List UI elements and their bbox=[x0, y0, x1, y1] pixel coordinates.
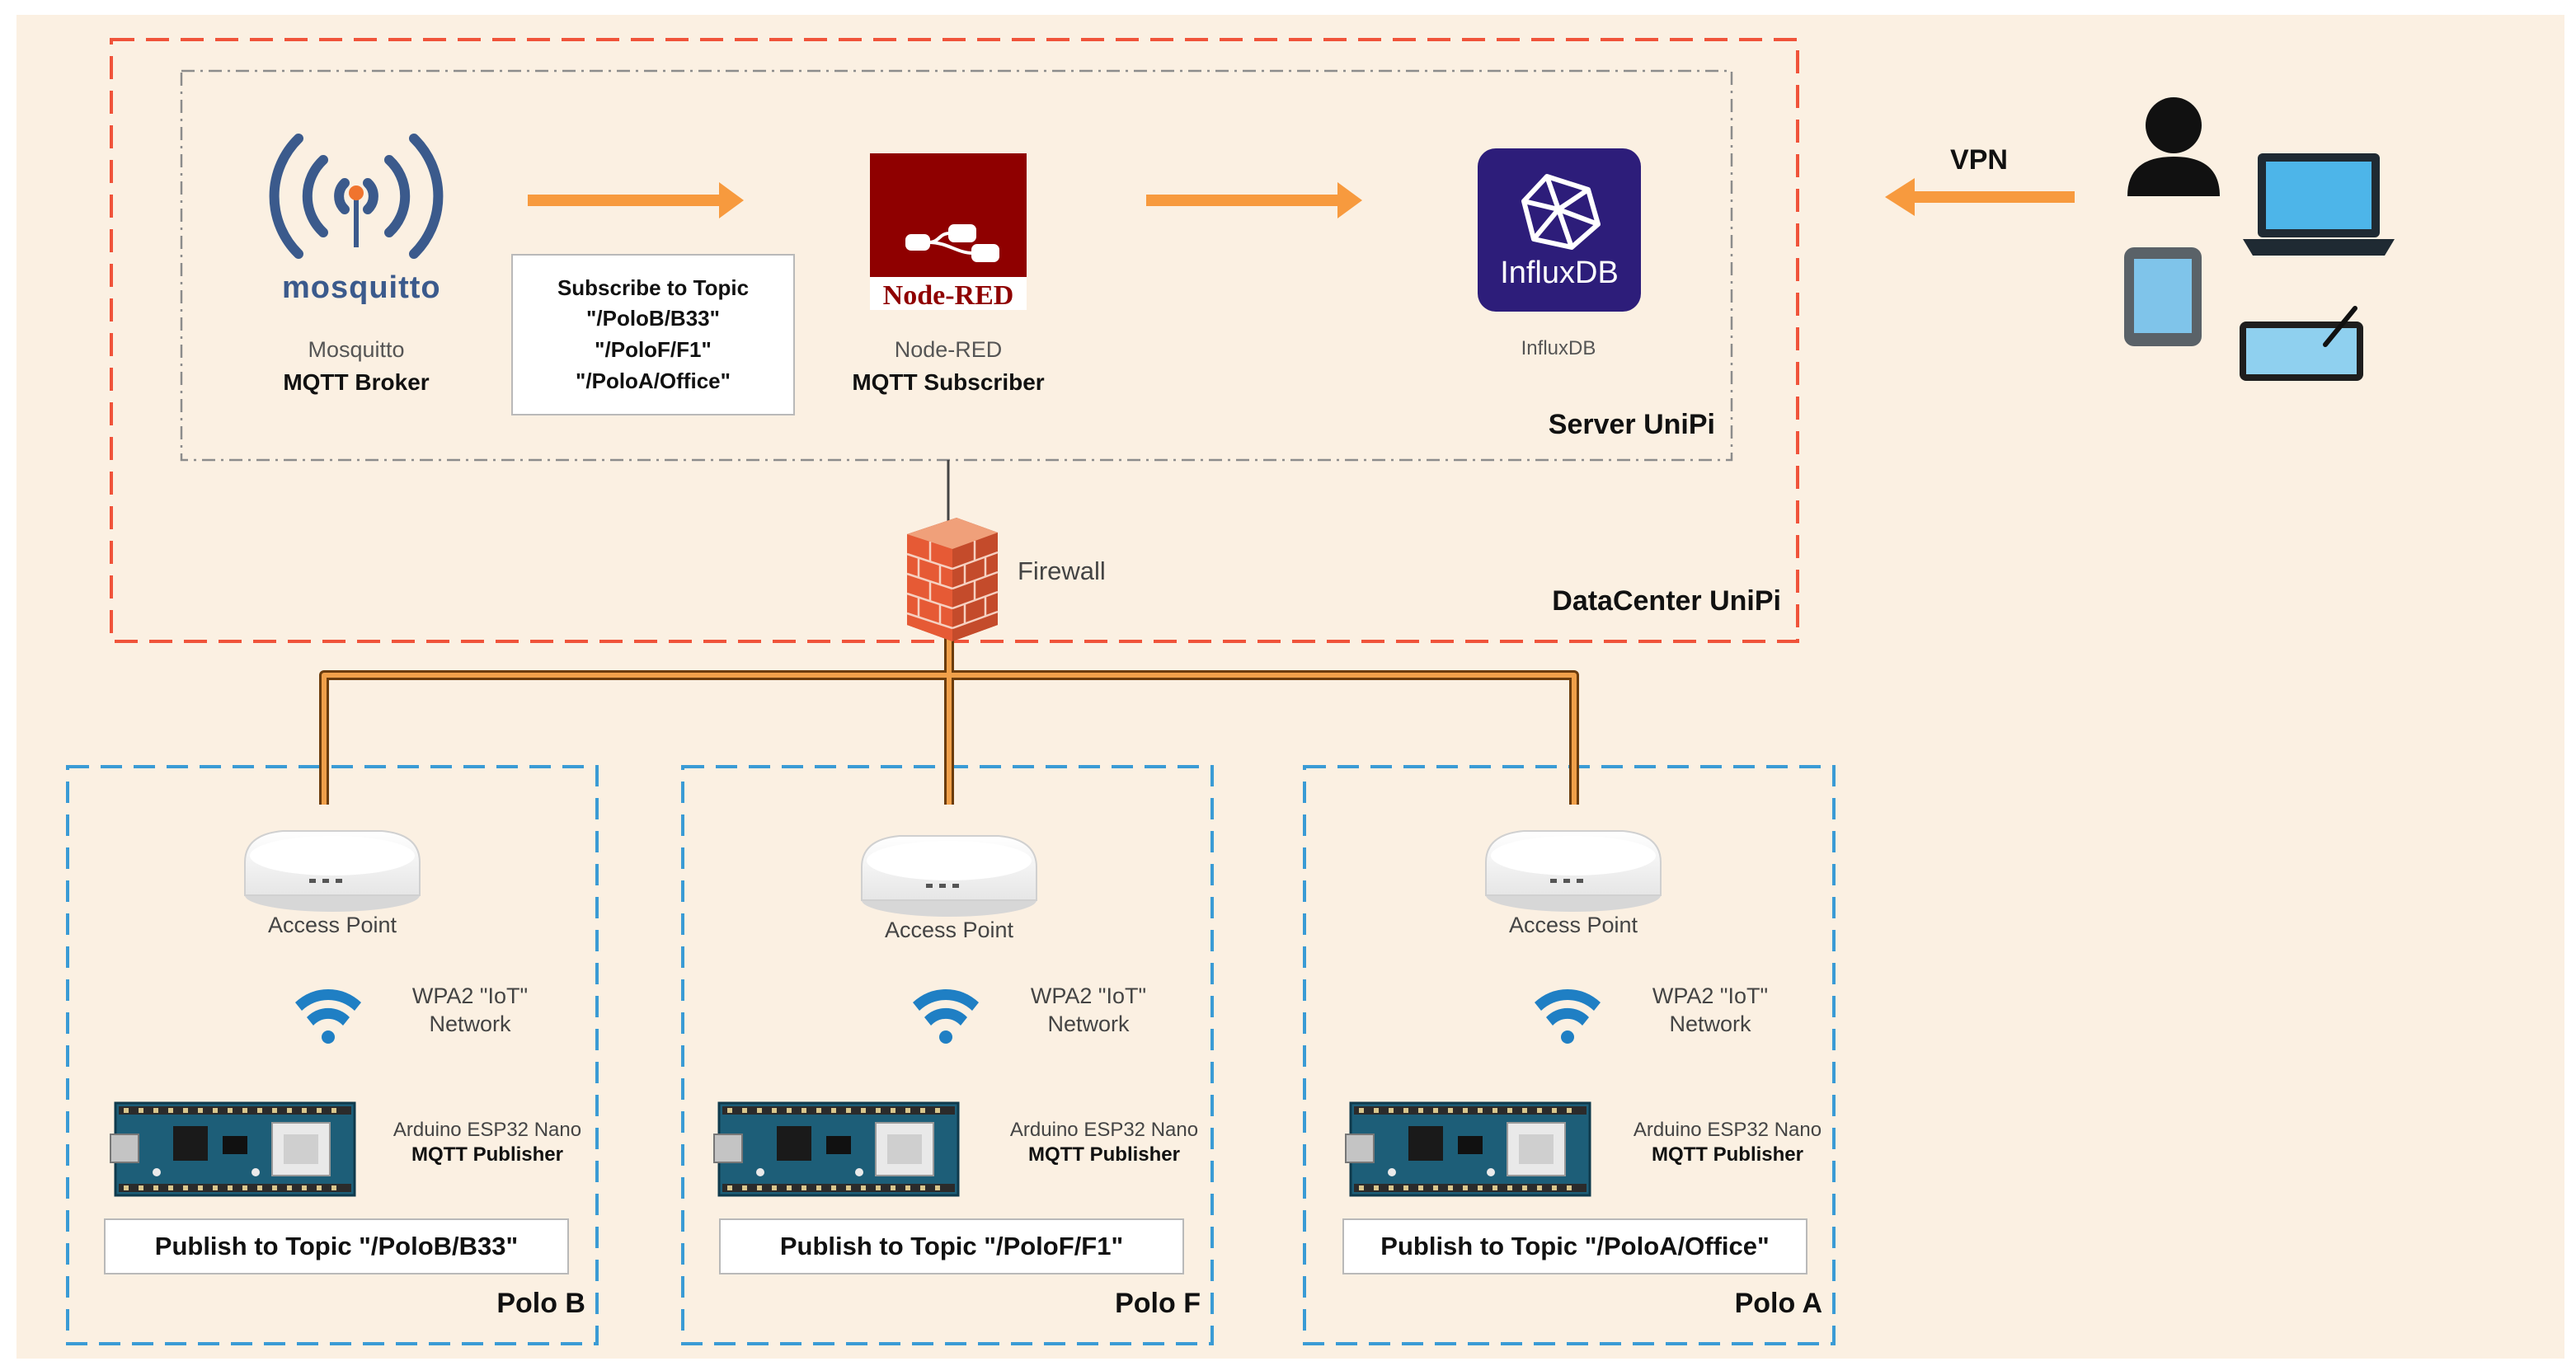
arduino-board-icon-polo-a bbox=[1344, 1101, 1591, 1197]
device-role-polo-b: MQTT Publisher bbox=[411, 1143, 563, 1166]
subscribe-title: Subscribe to Topic bbox=[557, 275, 750, 300]
device-label-polo-a: Arduino ESP32 Nano MQTT Publisher bbox=[1616, 1118, 1839, 1167]
server-boundary bbox=[180, 69, 1733, 462]
datacenter-label: DataCenter UniPi bbox=[1552, 585, 1781, 617]
firewall-label: Firewall bbox=[1018, 556, 1106, 585]
wifi-ssid-polo-a: WPA2 "IoT" bbox=[1652, 983, 1769, 1008]
access-point-icon-polo-f bbox=[861, 835, 1037, 918]
wifi-network-label-polo-a: WPA2 "IoT" Network bbox=[1628, 983, 1793, 1039]
server-label: Server UniPi bbox=[1548, 409, 1715, 440]
datacenter-boundary bbox=[110, 38, 1799, 643]
subscribe-topic-2: "/PoloF/F1" bbox=[595, 337, 712, 362]
wifi-ssid-polo-f: WPA2 "IoT" bbox=[1030, 983, 1147, 1008]
wifi-network-label-polo-b: WPA2 "IoT" Network bbox=[388, 983, 552, 1039]
access-point-label-polo-b: Access Point bbox=[267, 913, 397, 937]
wifi-network-word-polo-f: Network bbox=[1047, 1011, 1130, 1036]
polo-a-label: Polo A bbox=[1734, 1288, 1822, 1319]
device-role-polo-a: MQTT Publisher bbox=[1651, 1143, 1803, 1166]
wifi-network-word-polo-b: Network bbox=[429, 1011, 511, 1036]
nodered-logo-text: Node-RED bbox=[882, 280, 1014, 311]
device-role-polo-f: MQTT Publisher bbox=[1027, 1143, 1180, 1166]
subscribe-topics-box: Subscribe to Topic "/PoloB/B33" "/PoloF/… bbox=[511, 254, 795, 415]
firewall-icon bbox=[906, 518, 999, 641]
user-icon bbox=[2127, 97, 2220, 196]
device-name-polo-f: Arduino ESP32 Nano bbox=[1009, 1119, 1199, 1141]
network-cables bbox=[319, 633, 1579, 805]
diagram-graphics bbox=[66, 38, 2395, 1345]
arduino-board-icon-polo-b bbox=[109, 1101, 356, 1197]
vpn-arrow bbox=[1885, 178, 2075, 216]
polo-b-boundary bbox=[66, 765, 599, 1345]
wifi-ssid-polo-b: WPA2 "IoT" bbox=[411, 983, 529, 1008]
subscribe-topic-1: "/PoloB/B33" bbox=[586, 306, 720, 331]
vpn-label: VPN bbox=[1950, 144, 2008, 176]
tablet-icon bbox=[2240, 306, 2363, 381]
mosquitto-logo-text: mosquitto bbox=[282, 270, 441, 305]
arduino-board-icon-polo-f bbox=[712, 1101, 960, 1197]
access-point-label-polo-f: Access Point bbox=[884, 918, 1014, 942]
mosquitto-name: Mosquitto bbox=[308, 337, 405, 362]
polo-b-label: Polo B bbox=[496, 1288, 585, 1319]
device-name-polo-b: Arduino ESP32 Nano bbox=[393, 1119, 582, 1141]
wifi-icon-polo-f bbox=[913, 989, 979, 1044]
access-point-icon-polo-a bbox=[1485, 830, 1662, 913]
nodered-logo bbox=[870, 153, 1027, 310]
wifi-icon-polo-a bbox=[1535, 989, 1601, 1044]
device-label-polo-b: Arduino ESP32 Nano MQTT Publisher bbox=[376, 1118, 599, 1167]
publish-topic-polo-a: Publish to Topic "/PoloA/Office" bbox=[1342, 1218, 1807, 1274]
phone-icon bbox=[2124, 247, 2202, 346]
influxdb-name: InfluxDB bbox=[1521, 337, 1596, 359]
wifi-network-label-polo-f: WPA2 "IoT" Network bbox=[1006, 983, 1171, 1039]
publish-topic-polo-b: Publish to Topic "/PoloB/B33" bbox=[104, 1218, 569, 1274]
mosquitto-role: MQTT Broker bbox=[283, 369, 430, 395]
influxdb-logo bbox=[1478, 148, 1641, 312]
publish-topic-polo-f: Publish to Topic "/PoloF/F1" bbox=[719, 1218, 1184, 1274]
wifi-icon-polo-b bbox=[295, 989, 361, 1044]
polo-f-label: Polo F bbox=[1115, 1288, 1201, 1319]
access-point-icon-polo-b bbox=[244, 830, 421, 913]
arrow-nodered-to-influx bbox=[1146, 182, 1362, 218]
diagram-canvas: mosquitto Mosquitto MQTT Broker Subscrib… bbox=[16, 15, 2564, 1359]
mosquitto-logo bbox=[269, 134, 444, 259]
influxdb-logo-text: InfluxDB bbox=[1500, 256, 1619, 290]
subscribe-topic-3: "/PoloA/Office" bbox=[576, 368, 731, 393]
laptop-icon bbox=[2243, 153, 2395, 256]
nodered-role: MQTT Subscriber bbox=[852, 369, 1045, 395]
nodered-name: Node-RED bbox=[894, 337, 1003, 362]
access-point-label-polo-a: Access Point bbox=[1508, 913, 1638, 937]
device-name-polo-a: Arduino ESP32 Nano bbox=[1633, 1119, 1822, 1141]
wifi-network-word-polo-a: Network bbox=[1669, 1011, 1751, 1036]
arrow-mosquitto-to-nodered bbox=[528, 182, 744, 218]
device-label-polo-f: Arduino ESP32 Nano MQTT Publisher bbox=[993, 1118, 1215, 1167]
